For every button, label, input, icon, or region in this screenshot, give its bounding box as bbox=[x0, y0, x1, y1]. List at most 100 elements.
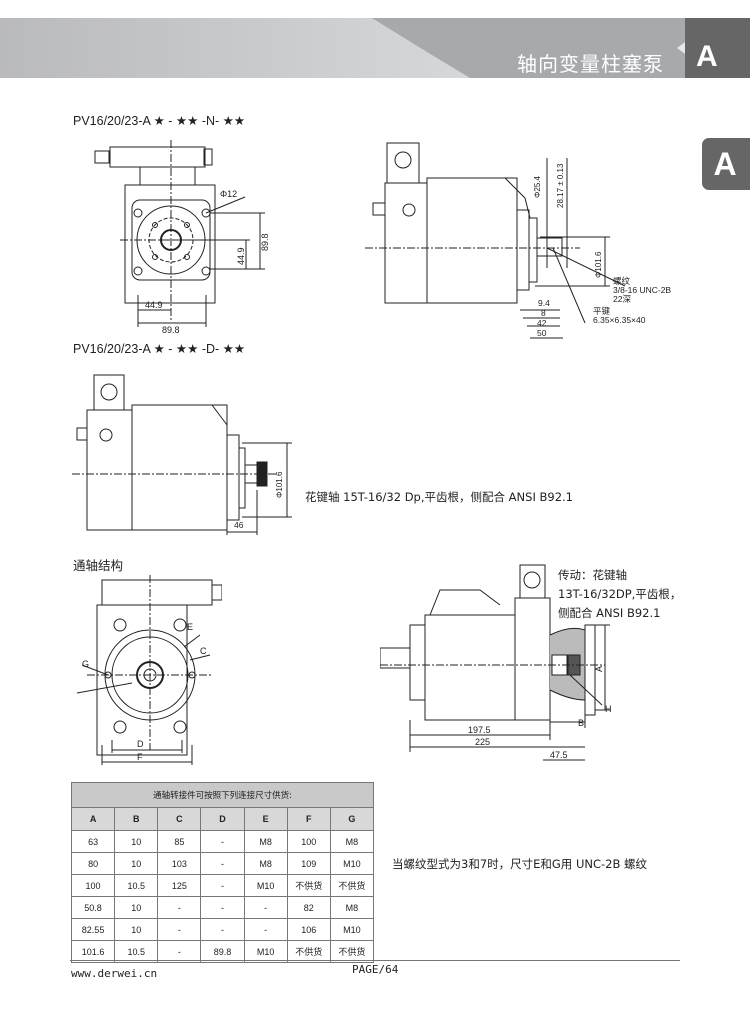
header-band-graphic bbox=[0, 18, 750, 78]
table-cell: - bbox=[157, 918, 202, 941]
table-cell: - bbox=[200, 896, 245, 919]
pump-body bbox=[124, 184, 216, 304]
table-cell: M10 bbox=[329, 918, 375, 941]
dim-9-4: 9.4 bbox=[538, 298, 550, 308]
thread-spec: 3/8-16 UNC-2B bbox=[613, 285, 671, 295]
dim-89-8-v: 89.8 bbox=[260, 233, 270, 251]
dim-phi25-4: Φ25.4 bbox=[533, 175, 542, 198]
table-cell: M10 bbox=[329, 852, 375, 875]
valve-body bbox=[109, 146, 206, 168]
dim-phi101-6-spline: Φ101.6 bbox=[275, 471, 284, 498]
table-cell: 100 bbox=[286, 830, 331, 853]
side-view-drawing: Φ25.4 28.17 ± 0.13 Φ101.6 9.4 8 42 50 螺纹… bbox=[365, 138, 695, 353]
drive-note-line-2: 13T-16/32DP,平齿根， bbox=[558, 587, 682, 601]
adjust-knob bbox=[94, 150, 110, 164]
table-cell: M8 bbox=[329, 896, 375, 919]
dim-46: 46 bbox=[234, 520, 244, 530]
dim-44-9-v: 44.9 bbox=[236, 247, 246, 265]
table-cell: 不供货 bbox=[329, 940, 375, 963]
table-cell: M8 bbox=[243, 830, 288, 853]
through-shaft-title: 通轴结构 bbox=[73, 558, 124, 573]
table-cell: 85 bbox=[157, 830, 202, 853]
section-letter: A bbox=[696, 40, 718, 73]
thread-type-note: 当螺纹型式为3和7时，尺寸E和G用 UNC-2B 螺纹 bbox=[392, 857, 648, 871]
header-title: 轴向变量柱塞泵 bbox=[517, 52, 664, 76]
table-cell: 10 bbox=[114, 852, 159, 875]
table-cell: 125 bbox=[157, 874, 202, 897]
col-header-b: B bbox=[114, 807, 159, 831]
thread-label: 螺纹 bbox=[613, 276, 631, 286]
model-label-d: PV16/20/23-A ★ - ★★ -D- ★★ bbox=[73, 342, 246, 356]
drive-note-line-1: 传动：花键轴 bbox=[558, 568, 627, 582]
table-cell: 10 bbox=[114, 896, 159, 919]
thread-depth: 22深 bbox=[613, 294, 631, 304]
dim-e: E bbox=[187, 622, 193, 632]
table-cell: - bbox=[243, 896, 288, 919]
dim-c: C bbox=[200, 646, 207, 656]
spline-shaft-drawing: Φ101.6 46 bbox=[72, 370, 302, 540]
dim-h: H bbox=[605, 704, 612, 714]
table-cell: 103 bbox=[157, 852, 202, 875]
table-cell: - bbox=[200, 874, 245, 897]
drive-note: 传动：花键轴 13T-16/32DP,平齿根， 侧配合 ANSI B92.1 bbox=[558, 566, 698, 623]
drive-note-line-3: 侧配合 ANSI B92.1 bbox=[558, 606, 661, 620]
table-cell: - bbox=[200, 830, 245, 853]
table-cell: - bbox=[200, 918, 245, 941]
dim-phi101-6: Φ101.6 bbox=[594, 251, 603, 278]
shaft bbox=[536, 237, 563, 257]
table-cell: 82 bbox=[286, 896, 331, 919]
table-cell: - bbox=[243, 918, 288, 941]
front-view-drawing: Φ12 89.8 44.9 44.9 89.8 bbox=[70, 135, 270, 340]
table-cell: 50.8 bbox=[70, 896, 116, 919]
footer-page-number: PAGE/64 bbox=[352, 963, 399, 976]
table-cell: 10.5 bbox=[114, 874, 159, 897]
dim-28-17: 28.17 ± 0.13 bbox=[556, 163, 565, 208]
table-cell: - bbox=[157, 896, 202, 919]
dim-8: 8 bbox=[541, 308, 546, 318]
col-header-g: G bbox=[329, 807, 375, 831]
dim-47-5: 47.5 bbox=[550, 750, 568, 760]
table-cell: - bbox=[157, 940, 202, 963]
dim-phi12: Φ12 bbox=[220, 189, 237, 199]
table-cell: 不供货 bbox=[286, 874, 331, 897]
col-header-f: F bbox=[286, 807, 331, 831]
key-spec: 6.35×6.35×40 bbox=[593, 315, 646, 325]
table-cell: 82.55 bbox=[70, 918, 116, 941]
table-cell: 不供货 bbox=[286, 940, 331, 963]
dim-50: 50 bbox=[537, 328, 547, 338]
table-cell: 80 bbox=[70, 852, 116, 875]
model-label-n: PV16/20/23-A ★ - ★★ -N- ★★ bbox=[73, 114, 246, 128]
dim-44-9-h: 44.9 bbox=[145, 300, 163, 310]
spline-shaft-note: 花键轴 15T-16/32 Dp,平齿根，侧配合 ANSI B92.1 bbox=[305, 490, 573, 504]
table-cell: M10 bbox=[243, 940, 288, 963]
key-label: 平键 bbox=[593, 306, 611, 316]
col-header-e: E bbox=[243, 807, 288, 831]
table-caption: 通轴转接件可按照下列连接尺寸供货: bbox=[71, 782, 374, 808]
table-cell: - bbox=[200, 852, 245, 875]
dim-89-8-h: 89.8 bbox=[162, 325, 180, 335]
table-cell: 不供货 bbox=[329, 874, 375, 897]
footer-url[interactable]: www.derwei.cn bbox=[71, 967, 158, 980]
table-cell: 109 bbox=[286, 852, 331, 875]
table-cell: 10 bbox=[114, 918, 159, 941]
dim-a: A bbox=[594, 666, 604, 672]
dim-g: G bbox=[82, 659, 89, 669]
table-cell: 10 bbox=[114, 830, 159, 853]
col-header-c: C bbox=[157, 807, 202, 831]
side-tab-a[interactable]: A bbox=[702, 138, 750, 190]
dim-42: 42 bbox=[537, 318, 547, 328]
table-cell: 100 bbox=[70, 874, 116, 897]
table-cell: 106 bbox=[286, 918, 331, 941]
dim-197-5: 197.5 bbox=[468, 725, 491, 735]
table-cell: M8 bbox=[329, 830, 375, 853]
side-tab-letter: A bbox=[713, 146, 737, 182]
header-band: 轴向变量柱塞泵 A bbox=[0, 18, 750, 78]
